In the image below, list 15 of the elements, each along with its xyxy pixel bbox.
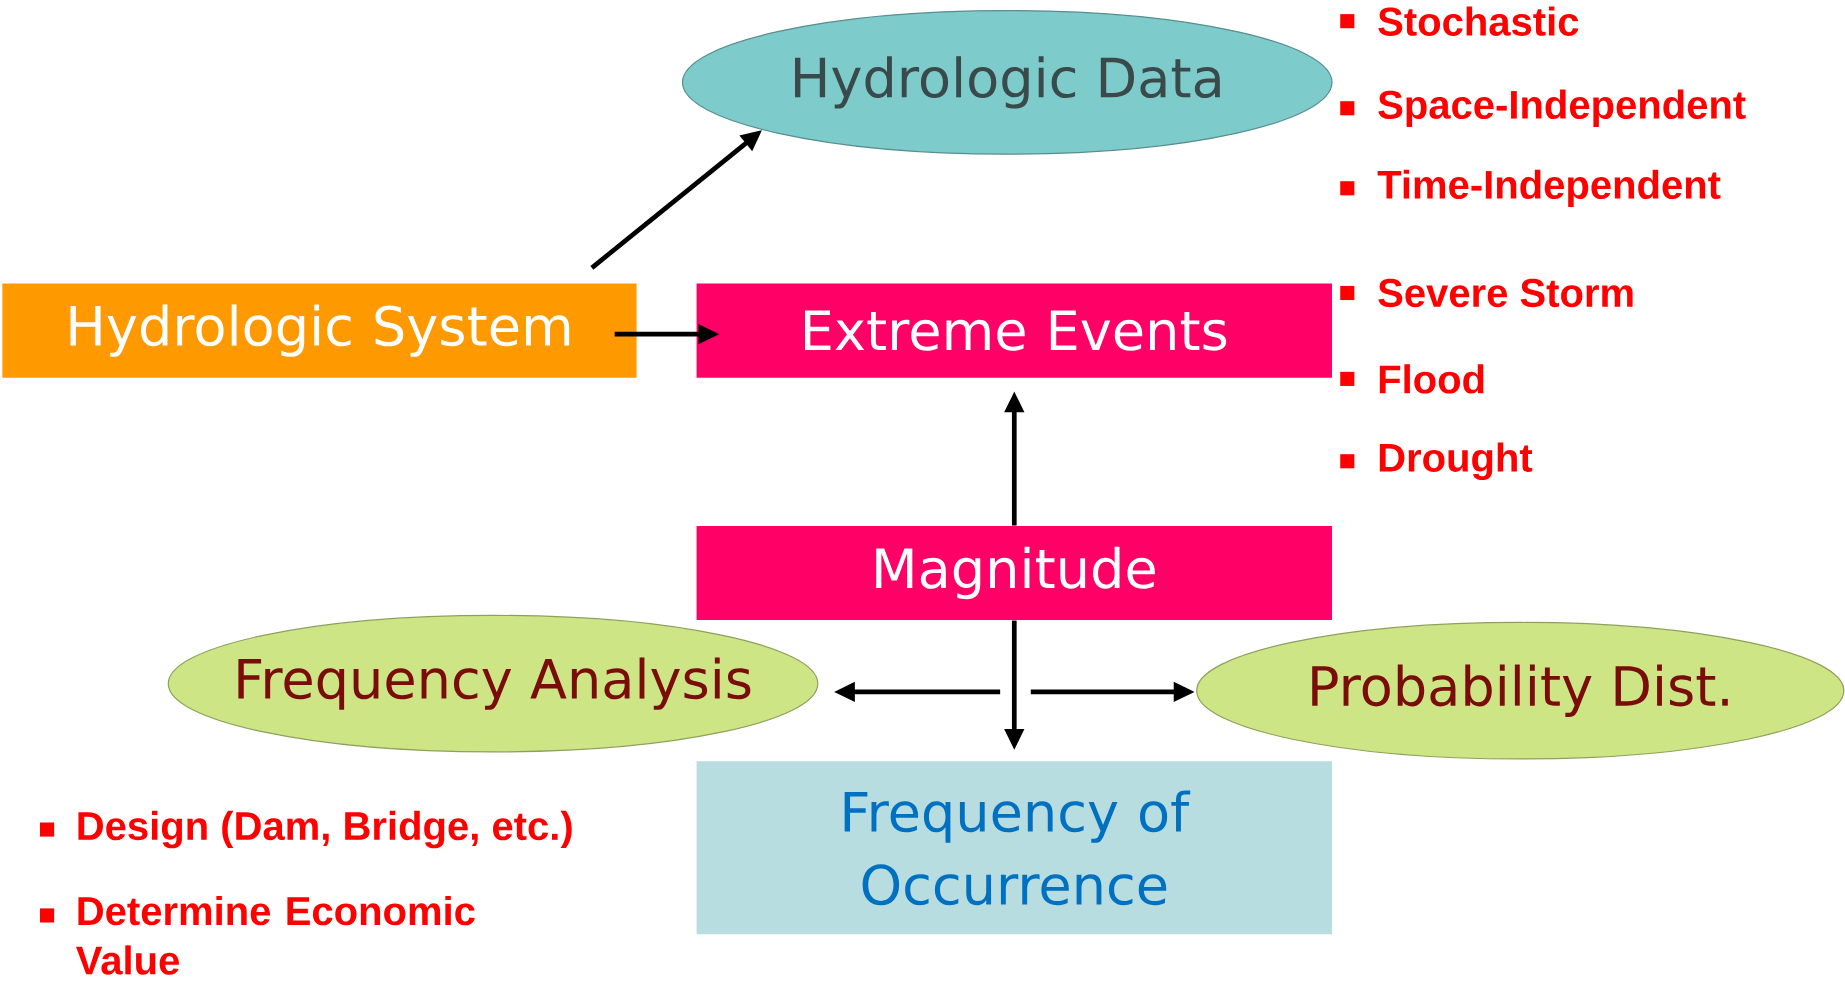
- bullet-item: Design (Dam, Bridge, etc.): [40, 810, 572, 849]
- bullet-item: Severe Storm: [1340, 278, 1633, 307]
- ellipse-node: Hydrologic Data: [681, 9, 1333, 155]
- process-box: Frequency of Occurrence: [696, 761, 1332, 935]
- bullet-item: Determine Economic Value: [40, 895, 475, 975]
- ellipse-node: Frequency Analysis: [167, 614, 819, 753]
- bullet-item: Flood: [1340, 364, 1484, 394]
- process-box: Hydrologic System: [2, 283, 637, 378]
- process-box: Magnitude: [696, 525, 1332, 620]
- bullet-item: Space-Independent: [1340, 89, 1746, 127]
- ellipse-node: Probability Dist.: [1196, 621, 1845, 760]
- bullet-item: Stochastic: [1340, 6, 1579, 36]
- bullet-item: Drought: [1340, 442, 1533, 480]
- bullet-item: Time-Independent: [1340, 169, 1721, 207]
- process-box: Extreme Events: [696, 283, 1332, 378]
